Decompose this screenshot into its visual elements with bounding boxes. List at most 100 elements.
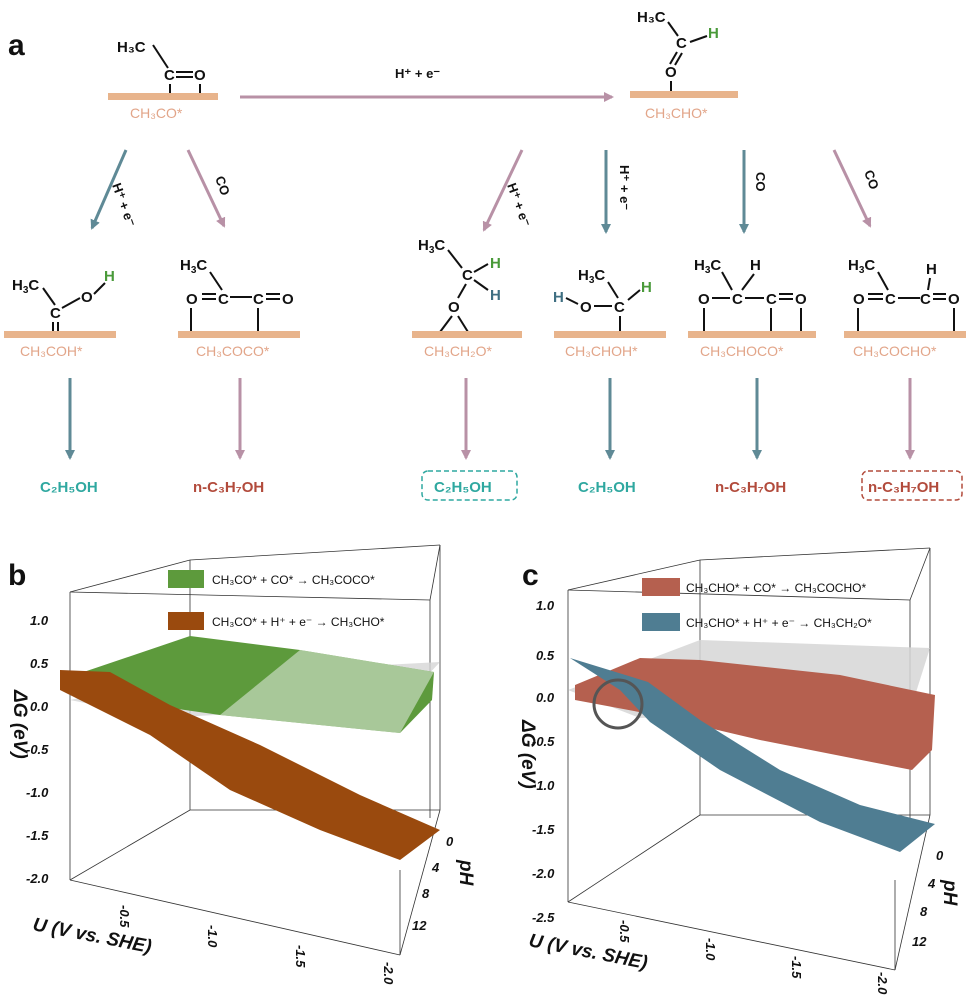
y-axis-label: pH bbox=[939, 879, 960, 907]
atom-h3c: H₃C bbox=[117, 39, 146, 56]
z-tick: -0.5 bbox=[532, 734, 555, 749]
arrow-branch-6 bbox=[832, 149, 872, 228]
atom-label: H3C bbox=[578, 267, 605, 286]
z-axis-label: ΔG (eV) bbox=[517, 719, 538, 789]
atom-label: H3C bbox=[12, 277, 39, 296]
legend-label: CH₃CHO* + H⁺ + e⁻ → CH₃CH₂O* bbox=[686, 616, 872, 630]
atom-label: C bbox=[462, 267, 473, 284]
atom-label: H3C bbox=[180, 257, 207, 276]
molecule-ch3choh: H3C C H O H CH₃CHOH* bbox=[553, 267, 666, 359]
atom-label: H bbox=[104, 268, 115, 285]
atom-label: H bbox=[750, 257, 761, 274]
legend-swatch bbox=[168, 570, 204, 588]
atom-c-2: C bbox=[676, 35, 687, 52]
product-label: C₂H₅OH bbox=[434, 479, 492, 496]
z-tick: -1.0 bbox=[26, 785, 49, 800]
molecule-ch3ch2o: H3C C H H O CH₃CH₂O* bbox=[412, 237, 522, 359]
atom-label: O bbox=[698, 291, 710, 308]
z-tick: -1.5 bbox=[26, 828, 49, 843]
atom-label: H bbox=[641, 279, 652, 296]
z-tick: -2.0 bbox=[26, 871, 49, 886]
z-tick: -1.5 bbox=[532, 822, 555, 837]
branch-label-5: CO bbox=[753, 172, 768, 192]
x-tick: -2.0 bbox=[875, 972, 890, 995]
atom-c: C bbox=[164, 67, 175, 84]
plot-3d-b bbox=[69, 544, 441, 956]
atom-label: H3C bbox=[848, 257, 875, 276]
x-tick: -1.0 bbox=[703, 938, 718, 961]
atom-o: O bbox=[194, 67, 206, 84]
atom-label: O bbox=[282, 291, 294, 308]
atom-label: O bbox=[448, 299, 460, 316]
y-tick: 0 bbox=[446, 834, 454, 849]
atom-label: O bbox=[81, 289, 93, 306]
branch-label-1: H⁺ + e⁻ bbox=[109, 181, 139, 229]
top-arrow-label: H⁺ + e⁻ bbox=[395, 66, 440, 81]
surface-bar bbox=[554, 331, 666, 338]
legend-swatch bbox=[168, 612, 204, 630]
branch-label-4: H⁺ + e⁻ bbox=[617, 165, 632, 210]
species-label: CH₃CH₂O* bbox=[424, 343, 492, 359]
species-label-ch3co: CH₃CO* bbox=[130, 105, 183, 121]
surface-blue bbox=[570, 658, 935, 852]
highlight-box-propanol bbox=[861, 470, 963, 501]
surface-bar bbox=[178, 331, 300, 338]
atom-label: O bbox=[948, 291, 960, 308]
arrow-branch-3 bbox=[482, 149, 524, 232]
x-tick: -1.5 bbox=[293, 945, 308, 968]
surface-bar bbox=[108, 93, 218, 100]
z-tick: -0.5 bbox=[26, 742, 49, 757]
atom-label: O bbox=[853, 291, 865, 308]
surface-red bbox=[575, 658, 935, 770]
surface-bar bbox=[412, 331, 522, 338]
molecule-ch3cho: H₃C C H O CH₃CHO* bbox=[630, 9, 738, 121]
z-tick: -1.0 bbox=[532, 778, 555, 793]
atom-label: H3C bbox=[694, 257, 721, 276]
legend-label: CH₃CHO* + CO* → CH₃COCHO* bbox=[686, 581, 866, 595]
atom-label: O bbox=[186, 291, 198, 308]
y-tick: 4 bbox=[431, 860, 440, 875]
z-tick: 0.5 bbox=[536, 648, 555, 663]
molecule-ch3chocо: H3C H C O C O CH₃CHOCO* bbox=[688, 257, 816, 359]
x-tick: -1.5 bbox=[789, 956, 804, 979]
arrow-branch-2 bbox=[186, 149, 226, 228]
z-tick: 1.0 bbox=[536, 598, 555, 613]
molecule-ch3co: H₃C C O CH₃CO* bbox=[108, 39, 218, 121]
legend-label: CH₃CO* + H⁺ + e⁻ → CH₃CHO* bbox=[212, 615, 385, 629]
branch-label-2: CO bbox=[212, 174, 233, 197]
x-tick: -0.5 bbox=[617, 920, 632, 943]
species-label: CH₃COH* bbox=[20, 343, 83, 359]
surface-bar bbox=[4, 331, 116, 338]
highlight-box-ethanol bbox=[421, 470, 518, 501]
molecule-ch3coh: H3C C O H CH₃COH* bbox=[4, 268, 116, 359]
plot-3d-c bbox=[567, 547, 931, 971]
panel-c-letter: c bbox=[522, 559, 539, 592]
species-label-ch3cho: CH₃CHO* bbox=[645, 105, 708, 121]
surface-bar bbox=[630, 91, 738, 98]
atom-label: H bbox=[926, 261, 937, 278]
legend-swatch bbox=[642, 578, 680, 596]
atom-label: C bbox=[253, 291, 264, 308]
x-tick: -2.0 bbox=[381, 962, 396, 985]
y-tick: 12 bbox=[912, 934, 927, 949]
atom-h3c-2: H₃C bbox=[637, 9, 666, 26]
surface-brown bbox=[60, 670, 440, 860]
z-axis-label: ΔG (eV) bbox=[9, 689, 30, 759]
atom-label: C bbox=[614, 299, 625, 316]
product-label: C₂H₅OH bbox=[578, 479, 636, 496]
atom-label: C bbox=[885, 291, 896, 308]
atom-label: H bbox=[490, 287, 501, 304]
legend-label: CH₃CO* + CO* → CH₃COCO* bbox=[212, 573, 375, 587]
atom-label: H bbox=[490, 255, 501, 272]
atom-label: C bbox=[920, 291, 931, 308]
z-tick: 1.0 bbox=[30, 613, 49, 628]
surface-bar bbox=[688, 331, 816, 338]
z-tick: 0.0 bbox=[30, 699, 49, 714]
atom-label: O bbox=[580, 299, 592, 316]
branch-label-6: CO bbox=[861, 168, 882, 191]
atom-label: C bbox=[218, 291, 229, 308]
product-label: C₂H₅OH bbox=[40, 479, 98, 496]
y-tick: 4 bbox=[927, 876, 936, 891]
y-axis-label: pH bbox=[455, 859, 476, 887]
